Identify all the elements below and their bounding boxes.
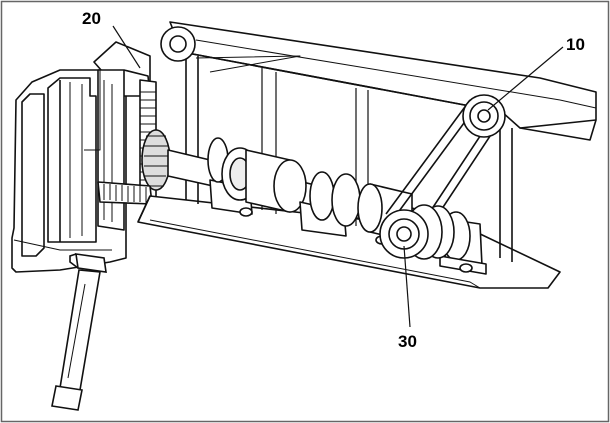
drive-shaft: [51, 253, 107, 411]
callout-label-20: 20: [82, 9, 101, 28]
leader-lines: [112, 25, 564, 328]
upper-left-pulley: [160, 26, 196, 62]
upper-right-pulley: [462, 94, 506, 138]
leader-line-20: [112, 25, 141, 69]
gear-housing: [84, 41, 171, 231]
callout-label-30: 30: [398, 332, 417, 351]
leader-line-30: [403, 245, 411, 328]
leader-line-10: [487, 46, 564, 111]
lower-drive-pulley: [379, 204, 455, 260]
callout-label-10: 10: [566, 35, 585, 54]
